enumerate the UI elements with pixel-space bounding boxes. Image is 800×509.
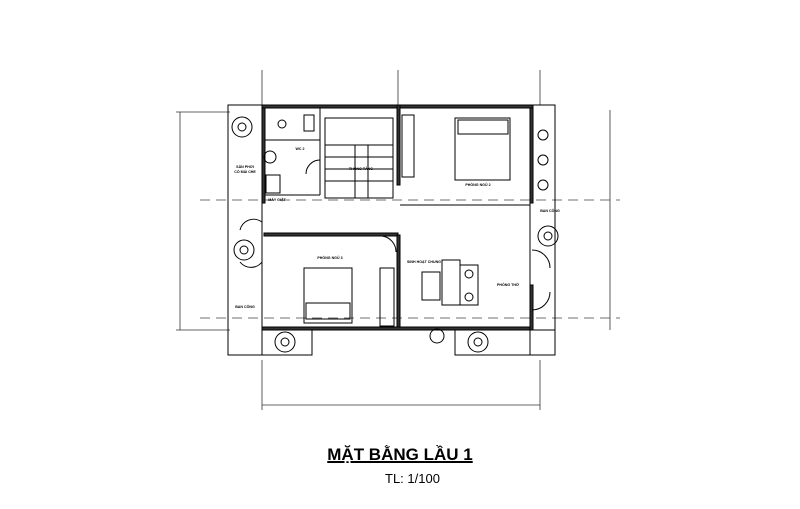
drawing-title-text: MẶT BẰNG LẦU 1 [327, 445, 473, 464]
walls [227, 104, 556, 356]
staircase [324, 117, 394, 199]
dimension-lines [176, 70, 620, 410]
washer-icon [265, 174, 281, 194]
label-stair-void: THÔNG TẦNG [349, 166, 373, 171]
label-balcony-left: BAN CÔNG [235, 304, 255, 309]
plant-icons [231, 116, 559, 353]
label-washer: MÁY GIẶT [268, 197, 286, 202]
wardrobes [379, 114, 415, 327]
label-bedroom-3: PHÒNG NGỦ 3 [317, 255, 342, 260]
drawing-title: MẶT BẰNG LẦU 1 [0, 445, 800, 465]
altar-furniture [421, 259, 479, 306]
sink-icon [263, 150, 277, 164]
label-altar-room: PHÒNG THỜ [497, 282, 520, 287]
shower-icon [277, 119, 287, 129]
beds [303, 117, 511, 324]
label-drying-yard-roof: CÓ MÁI CHE [234, 169, 256, 174]
label-wc: WC 2 [296, 147, 305, 151]
label-drying-yard: SÂN PHƠI [236, 164, 254, 169]
bed-bedroom-2 [454, 117, 511, 181]
label-living: SINH HOẠT CHUNG [407, 260, 441, 264]
doors [239, 159, 551, 311]
bed-bedroom-3 [303, 267, 353, 324]
toilet-icon [303, 114, 315, 132]
drawing-scale: TL: 1/100 [385, 471, 440, 486]
label-balcony-right: BAN CÔNG [540, 208, 560, 213]
label-bedroom-2: PHÒNG NGỦ 2 [465, 182, 490, 187]
wc-fixtures [263, 114, 315, 194]
